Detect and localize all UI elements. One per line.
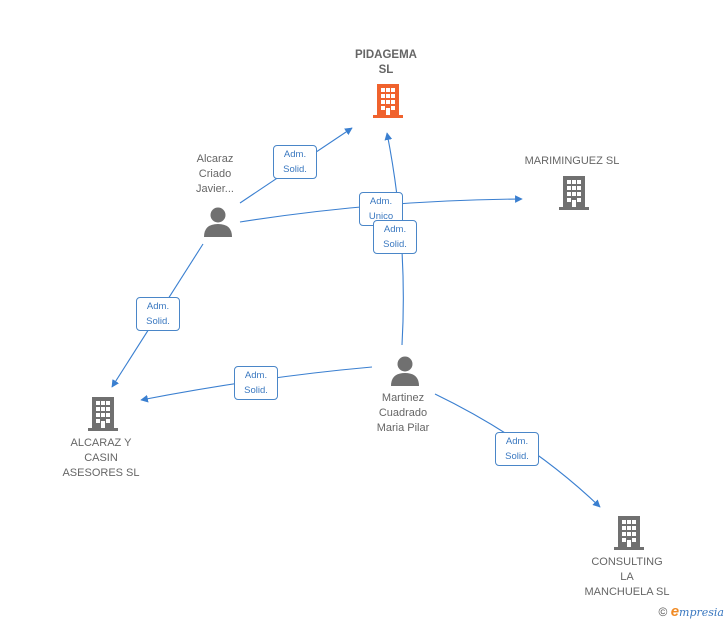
- building-icon[interactable]: [88, 397, 118, 431]
- footer-brand: © empresia: [659, 603, 725, 620]
- company-label-pidagema[interactable]: PIDAGEMA SL: [355, 49, 417, 76]
- copyright-symbol: ©: [658, 605, 668, 619]
- company-label-consulting[interactable]: CONSULTING LA MANCHUELA SL: [584, 556, 670, 598]
- building-icon[interactable]: [559, 176, 589, 210]
- edge-label-martinez-pidagema: Adm. Solid.: [373, 220, 417, 254]
- building-icon[interactable]: [373, 84, 403, 118]
- edge-label-alcaraz-alcarazcasin: Adm. Solid.: [136, 297, 180, 331]
- building-icon[interactable]: [614, 516, 644, 550]
- person-icon[interactable]: [204, 207, 232, 238]
- brand-initial: e: [670, 603, 680, 620]
- person-icon[interactable]: [391, 356, 419, 387]
- edge-label-martinez-alcarazcasin: Adm. Solid.: [234, 366, 278, 400]
- person-label-martinez[interactable]: Martinez Cuadrado Maria Pilar: [376, 392, 430, 434]
- person-label-alcaraz[interactable]: Alcaraz Criado Javier...: [196, 153, 234, 195]
- company-label-mariminguez[interactable]: MARIMINGUEZ SL: [524, 155, 620, 167]
- brand-name: mpresia: [679, 606, 724, 619]
- edge-label-martinez-consulting: Adm. Solid.: [495, 432, 539, 466]
- edge-label-alcaraz-pidagema: Adm. Solid.: [273, 145, 317, 179]
- company-label-alcaraz-casin[interactable]: ALCARAZ Y CASIN ASESORES SL: [62, 437, 140, 479]
